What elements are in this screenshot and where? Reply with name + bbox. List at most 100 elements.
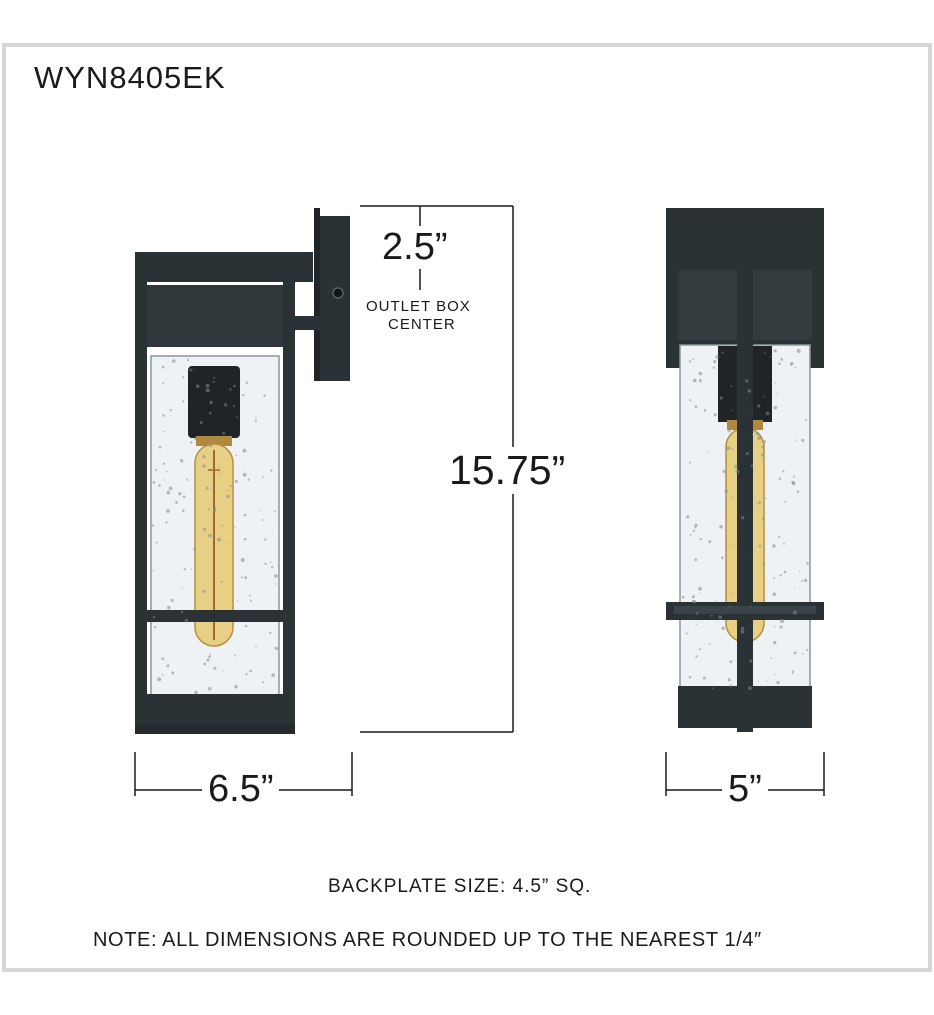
glass-bubble bbox=[749, 659, 753, 663]
glass-bubble bbox=[195, 384, 200, 389]
glass-bubble bbox=[169, 408, 172, 412]
glass-bubble bbox=[715, 355, 720, 359]
glass-bubble bbox=[209, 400, 213, 405]
glass-bubble bbox=[213, 501, 216, 504]
glass-bubble bbox=[694, 526, 697, 529]
glass-bubble bbox=[755, 431, 760, 436]
glass-bubble bbox=[773, 577, 776, 579]
glass-bubble bbox=[184, 618, 189, 623]
glass-bubble bbox=[698, 371, 703, 376]
glass-bubble bbox=[166, 664, 170, 668]
glass-bubble bbox=[730, 409, 733, 412]
glass-bubble bbox=[689, 399, 692, 402]
glass-bubble bbox=[261, 681, 265, 684]
glass-bubble bbox=[750, 464, 754, 468]
glass-bubble bbox=[715, 599, 718, 602]
glass-bubble bbox=[799, 570, 801, 572]
glass-bubble bbox=[206, 658, 210, 662]
glass-bubble bbox=[179, 459, 184, 463]
glass-bubble bbox=[692, 599, 695, 603]
glass-bubble bbox=[168, 486, 173, 491]
front-glass-bubbles bbox=[681, 348, 809, 690]
glass-bubble bbox=[269, 561, 272, 564]
glass-bubble bbox=[223, 670, 225, 672]
glass-bubble bbox=[764, 487, 766, 489]
glass-bubble bbox=[158, 446, 162, 449]
glass-bubble bbox=[234, 526, 236, 528]
glass-bubble bbox=[212, 436, 216, 440]
glass-bubble bbox=[703, 409, 707, 412]
glass-bubble bbox=[762, 518, 765, 521]
mounting-screw-icon bbox=[332, 287, 344, 299]
glass-bubble bbox=[152, 480, 156, 484]
glass-bubble bbox=[721, 351, 724, 354]
glass-bubble bbox=[213, 376, 216, 379]
glass-bubble bbox=[193, 547, 197, 551]
glass-bubble bbox=[692, 378, 697, 383]
glass-bubble bbox=[707, 452, 709, 454]
glass-bubble bbox=[708, 540, 712, 544]
glass-bubble bbox=[245, 673, 248, 676]
glass-bubble bbox=[796, 348, 801, 353]
glass-bubble bbox=[182, 376, 185, 379]
glass-bubble bbox=[708, 643, 711, 646]
front-view-fixture bbox=[666, 208, 824, 732]
glass-bubble bbox=[243, 538, 247, 541]
glass-bubble bbox=[758, 501, 761, 504]
glass-bubble bbox=[783, 542, 785, 545]
glass-bubble bbox=[234, 654, 236, 657]
glass-bubble bbox=[751, 434, 753, 436]
glass-bubble bbox=[765, 497, 767, 499]
glass-bubble bbox=[776, 392, 779, 395]
glass-bubble bbox=[778, 362, 781, 366]
glass-bubble bbox=[165, 521, 168, 524]
glass-bubble bbox=[161, 657, 165, 661]
glass-bubble bbox=[784, 500, 787, 503]
glass-bubble bbox=[244, 576, 248, 580]
glass-bubble bbox=[698, 586, 702, 591]
glass-bubble bbox=[151, 524, 155, 527]
glass-bubble bbox=[699, 538, 702, 541]
glass-bubble bbox=[162, 462, 166, 465]
glass-bubble bbox=[773, 640, 777, 645]
glass-bubble bbox=[731, 496, 734, 498]
glass-bubble bbox=[745, 452, 749, 455]
glass-bubble bbox=[162, 674, 164, 676]
glass-bubble bbox=[758, 544, 762, 548]
glass-bubble bbox=[688, 360, 692, 363]
glass-bubble bbox=[695, 655, 698, 658]
glass-bubble bbox=[779, 574, 782, 577]
glass-bubble bbox=[255, 416, 257, 418]
glass-bubble bbox=[180, 492, 182, 494]
dimension-label-side-width: 6.5” bbox=[202, 768, 280, 811]
glass-bubble bbox=[228, 543, 230, 545]
glass-bubble bbox=[780, 619, 784, 623]
glass-bubble bbox=[274, 510, 277, 513]
glass-bubble bbox=[769, 355, 772, 358]
glass-bubble bbox=[713, 413, 717, 417]
glass-bubble bbox=[770, 657, 772, 660]
glass-bubble bbox=[240, 576, 243, 579]
glass-bubble bbox=[740, 516, 745, 520]
glass-bubble bbox=[761, 445, 764, 449]
glass-bubble bbox=[217, 537, 221, 542]
glass-bubble bbox=[182, 495, 186, 499]
glass-bubble bbox=[801, 438, 805, 442]
glass-bubble bbox=[756, 503, 758, 505]
glass-bubble bbox=[688, 675, 692, 679]
glass-bubble bbox=[213, 666, 217, 670]
glass-bubble bbox=[782, 470, 785, 473]
glass-bubble bbox=[217, 466, 219, 468]
glass-bubble bbox=[199, 421, 203, 424]
glass-bubble bbox=[689, 534, 692, 536]
glass-bubble bbox=[255, 645, 257, 648]
glass-bubble bbox=[791, 480, 796, 485]
glass-bubble bbox=[262, 476, 264, 478]
glass-bubble bbox=[804, 578, 808, 583]
outlet-box-center-label: CENTER bbox=[388, 316, 456, 333]
glass-bubble bbox=[259, 509, 261, 511]
glass-bubble bbox=[152, 570, 155, 572]
glass-bubble bbox=[167, 605, 171, 610]
glass-bubble bbox=[157, 677, 162, 682]
